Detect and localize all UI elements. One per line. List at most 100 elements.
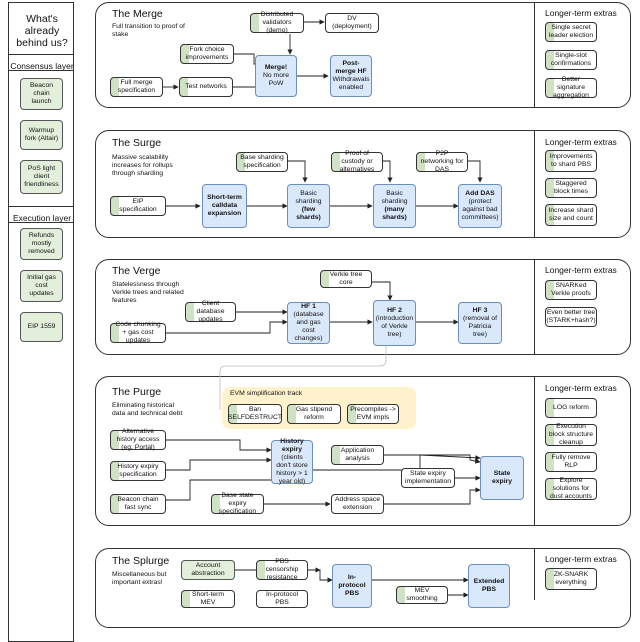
precompiles-evm: Precompiles -> EVM impls [347, 404, 399, 424]
extras-divider [534, 2, 535, 108]
short-term-mev: Short-term MEV [181, 590, 235, 608]
distributed-validators: Distributed validators (demo) [250, 11, 304, 34]
surge-extra-1: Improvements to shard PBS [545, 150, 597, 172]
alt-history-access: Alternative history access (eg. Portal) [110, 428, 166, 451]
hf3-body: (removal of Patricia tree) [463, 315, 497, 338]
surge-extras-title: Longer-term extras [545, 137, 617, 147]
merge-extra-1: Single secret leader election [545, 22, 597, 42]
hf3: HF 3 (removal of Patricia tree) [458, 302, 502, 344]
execution-layer-label: Execution layer [12, 213, 72, 223]
hf2: HF 2 (introduction of Verkle tree) [373, 300, 416, 346]
mev-smoothing: MEV smoothing [396, 586, 448, 604]
verkle-tree-core: Verkle tree core [320, 270, 372, 288]
fork-choice: Fork choice improvements [180, 44, 234, 64]
code-chunking: Code chunking + gas cost updates [110, 321, 166, 344]
verge-extra-1: SNARKed Verkle proofs [545, 280, 597, 300]
basic-few-label: Basic sharding [295, 190, 322, 205]
account-abstraction: Account abstraction [181, 560, 235, 580]
merge-node: Merge! No more PoW [255, 55, 297, 97]
basic-sharding-many: Basic sharding (many shards) [373, 184, 416, 228]
merge-extras-title: Longer-term extras [545, 8, 617, 18]
merge-node-title: Merge! [264, 64, 288, 71]
post-merge-title: Post-merge HF [335, 60, 367, 75]
surge-desc: Massive scalability increases for rollup… [112, 154, 173, 177]
dv-deployment: DV (deployment) [325, 13, 379, 33]
splurge-title: The Splurge [112, 555, 170, 567]
hf1-title: HF 1 [301, 303, 316, 310]
splurge-extras-title: Longer-term extras [545, 554, 617, 564]
purge-extra-2: Execution block structure cleanup [545, 423, 597, 446]
app-analysis: Application analysis [331, 445, 384, 465]
purge-extra-1: LOG reform [545, 398, 597, 418]
ban-selfdestruct: Ban SELFDESTRUCT [228, 404, 282, 424]
history-expiry: History expiry (clients don't store hist… [271, 438, 313, 485]
hf2-title: HF 2 [387, 307, 402, 314]
extras-divider [534, 376, 535, 526]
history-expiry-title: History expiry [280, 438, 304, 453]
base-state-expiry-spec: Base state expiry specification [211, 492, 264, 515]
basic-many-sub: (many shards) [382, 206, 407, 221]
basic-few-sub: (few shards) [296, 206, 321, 221]
hf2-body: (introduction of Verkle tree) [375, 315, 414, 338]
state-expiry-impl: State expiry implementation [401, 468, 455, 488]
surge-title: The Surge [112, 137, 162, 149]
pbs-censorship: PBS censorship resistance [256, 558, 308, 581]
hf3-title: HF 3 [472, 307, 488, 314]
surge-extra-3: Increase shard size and count [545, 204, 597, 226]
purge-desc: Eliminating historical data and technica… [112, 402, 183, 417]
verge-title: The Verge [112, 265, 161, 277]
full-merge-spec: Full merge specification [110, 77, 163, 97]
eip-specification: EIP specification [110, 196, 166, 216]
basic-many-label: Basic sharding [381, 190, 408, 205]
consensus-layer-label: Consensus layer [10, 61, 74, 71]
add-das-title: Add DAS [465, 190, 495, 197]
divider [8, 70, 74, 71]
extras-divider [534, 130, 535, 238]
merge-extra-3: Better signature aggregation [545, 76, 597, 99]
divider [8, 206, 74, 207]
gas-stipend-reform: Gas stipend reform [287, 404, 341, 424]
p2p-networking-das: P2P networking for DAS [416, 150, 468, 173]
client-db-updates: Client database updates [185, 300, 236, 323]
proof-of-custody: Proof of custody or alternatives [331, 150, 383, 173]
warmup-fork: Warmup fork (Altair) [20, 120, 63, 150]
verge-extras-title: Longer-term extras [545, 265, 617, 275]
purge-extra-3: Fully remove RLP [545, 452, 597, 472]
surge-panel [95, 130, 631, 238]
basic-sharding-few: Basic sharding (few shards) [287, 184, 330, 228]
add-das-body: (protect against bad committees) [461, 198, 499, 221]
purge-extras-title: Longer-term extras [545, 383, 617, 393]
test-networks: Test networks [179, 77, 233, 97]
post-merge-body: Withdrawals enabled [332, 76, 370, 91]
verge-desc: Statelessness through Verkle trees and r… [112, 281, 184, 304]
evm-track-title: EVM simplification track [230, 390, 303, 397]
extended-pbs: Extended PBS [468, 564, 510, 608]
merge-title: The Merge [112, 8, 163, 20]
beacon-chain-launch: Beacon chain launch [20, 78, 63, 110]
history-expiry-body: (clients don't store history > 1 year ol… [276, 454, 308, 485]
splurge-extra-1: ZK-SNARK everything [545, 568, 597, 590]
short-term-calldata: Short-term calldata expansion [202, 184, 247, 228]
inprotocol-pbs-2: In-protocol PBS [256, 590, 308, 608]
verge-extra-2: Even better tree (STARK+hash?) [545, 307, 597, 327]
post-merge-hf: Post-merge HF Withdrawals enabled [330, 55, 372, 97]
merge-extra-2: Single-slot confirmations [545, 50, 597, 70]
refunds-removed: Refunds mostly removed [20, 228, 63, 260]
extras-divider [534, 259, 535, 355]
hf1: HF 1 (database and gas cost changes) [287, 302, 330, 344]
inprotocol-pbs: In-protocol PBS [332, 564, 372, 608]
initial-gas-cost: Initial gas cost updates [20, 270, 63, 302]
merge-desc: Full transition to proof of stake [112, 23, 185, 38]
connector-lines [163, 19, 483, 598]
add-das: Add DAS (protect against bad committees) [458, 184, 502, 228]
history-column: What's already behind us? Consensus laye… [8, 2, 74, 642]
divider [8, 222, 74, 223]
extras-divider [534, 548, 535, 600]
divider [8, 54, 74, 55]
splurge-desc: Miscellaneous but important extras! [112, 571, 167, 586]
base-sharding-spec: Base sharding specification [236, 152, 288, 172]
history-title: What's already behind us? [16, 13, 68, 49]
merge-node-body: No more PoW [262, 72, 290, 87]
beacon-fast-sync: Beacon chain fast sync [110, 494, 166, 514]
hf1-body: (database and gas cost changes) [293, 311, 324, 342]
